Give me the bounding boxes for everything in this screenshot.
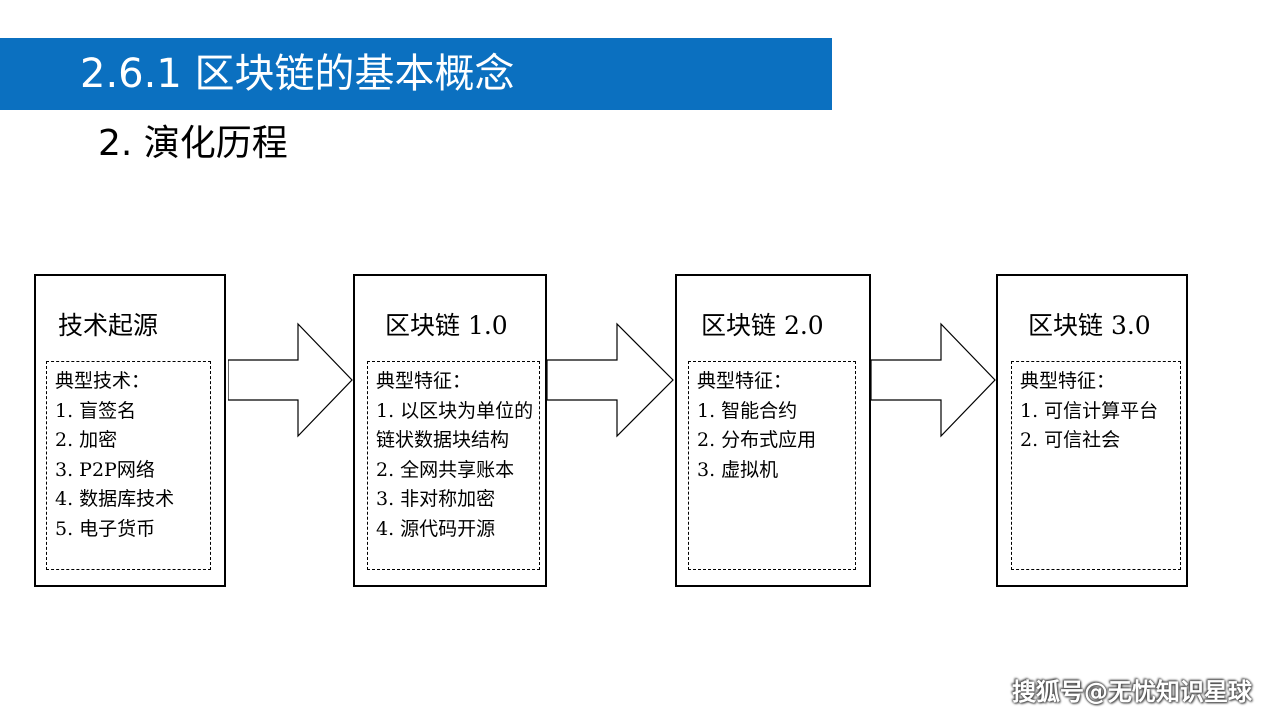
stage-box-blockchain-3: 区块链 3.0 典型特征： 1. 可信计算平台 2. 可信社会 — [996, 274, 1188, 587]
stage-heading: 典型特征： — [1020, 370, 1116, 392]
stage-heading: 典型技术： — [55, 370, 151, 392]
stage-item: 1. 可信计算平台 — [1020, 399, 1159, 422]
stage-item: 3. 非对称加密 — [376, 488, 496, 510]
stage-box-origin: 技术起源 典型技术： 1. 盲签名 2. 加密 3. P2P网络 4. 数据库技… — [34, 274, 226, 587]
stage-detail-box: 典型技术： 1. 盲签名 2. 加密 3. P2P网络 4. 数据库技术 5. … — [46, 361, 211, 570]
slide-title: 2.6.1 区块链的基本概念 — [80, 51, 515, 97]
stage-box-blockchain-2: 区块链 2.0 典型特征： 1. 智能合约 2. 分布式应用 3. 虚拟机 — [675, 274, 871, 587]
stage-title: 区块链 1.0 — [385, 311, 508, 340]
stage-item: 3. P2P网络 — [55, 458, 155, 481]
stage-item: 5. 电子货币 — [55, 517, 156, 540]
slide-subtitle: 2. 演化历程 — [98, 123, 288, 164]
stage-item: 4. 源代码开源 — [376, 517, 496, 540]
flow-arrow-icon — [228, 322, 353, 438]
stage-item: 4. 数据库技术 — [55, 488, 175, 510]
stage-title: 区块链 3.0 — [1028, 311, 1151, 340]
stage-item: 2. 全网共享账本 — [376, 458, 515, 481]
stage-item: 3. 虚拟机 — [697, 458, 779, 481]
stage-heading: 典型特征： — [376, 370, 472, 392]
stage-item: 2. 可信社会 — [1020, 429, 1121, 451]
stage-item: 2. 分布式应用 — [697, 429, 817, 451]
watermark: 搜狐号@无忧知识星球 — [1012, 678, 1252, 706]
stage-item: 1. 以区块为单位的链状数据块结构 — [376, 399, 534, 452]
flow-arrow-icon — [547, 322, 674, 438]
stage-detail-box: 典型特征： 1. 以区块为单位的链状数据块结构 2. 全网共享账本 3. 非对称… — [367, 361, 540, 570]
stage-item: 1. 盲签名 — [55, 399, 137, 422]
stage-item: 1. 智能合约 — [697, 399, 798, 422]
stage-box-blockchain-1: 区块链 1.0 典型特征： 1. 以区块为单位的链状数据块结构 2. 全网共享账… — [353, 274, 547, 587]
stage-title: 技术起源 — [58, 311, 159, 340]
stage-item: 2. 加密 — [55, 429, 118, 451]
stage-heading: 典型特征： — [697, 370, 793, 392]
stage-detail-box: 典型特征： 1. 可信计算平台 2. 可信社会 — [1011, 361, 1181, 570]
flow-arrow-icon — [871, 322, 996, 438]
stage-title: 区块链 2.0 — [701, 311, 824, 340]
title-bar: 2.6.1 区块链的基本概念 — [0, 38, 832, 110]
stage-detail-box: 典型特征： 1. 智能合约 2. 分布式应用 3. 虚拟机 — [688, 361, 856, 570]
